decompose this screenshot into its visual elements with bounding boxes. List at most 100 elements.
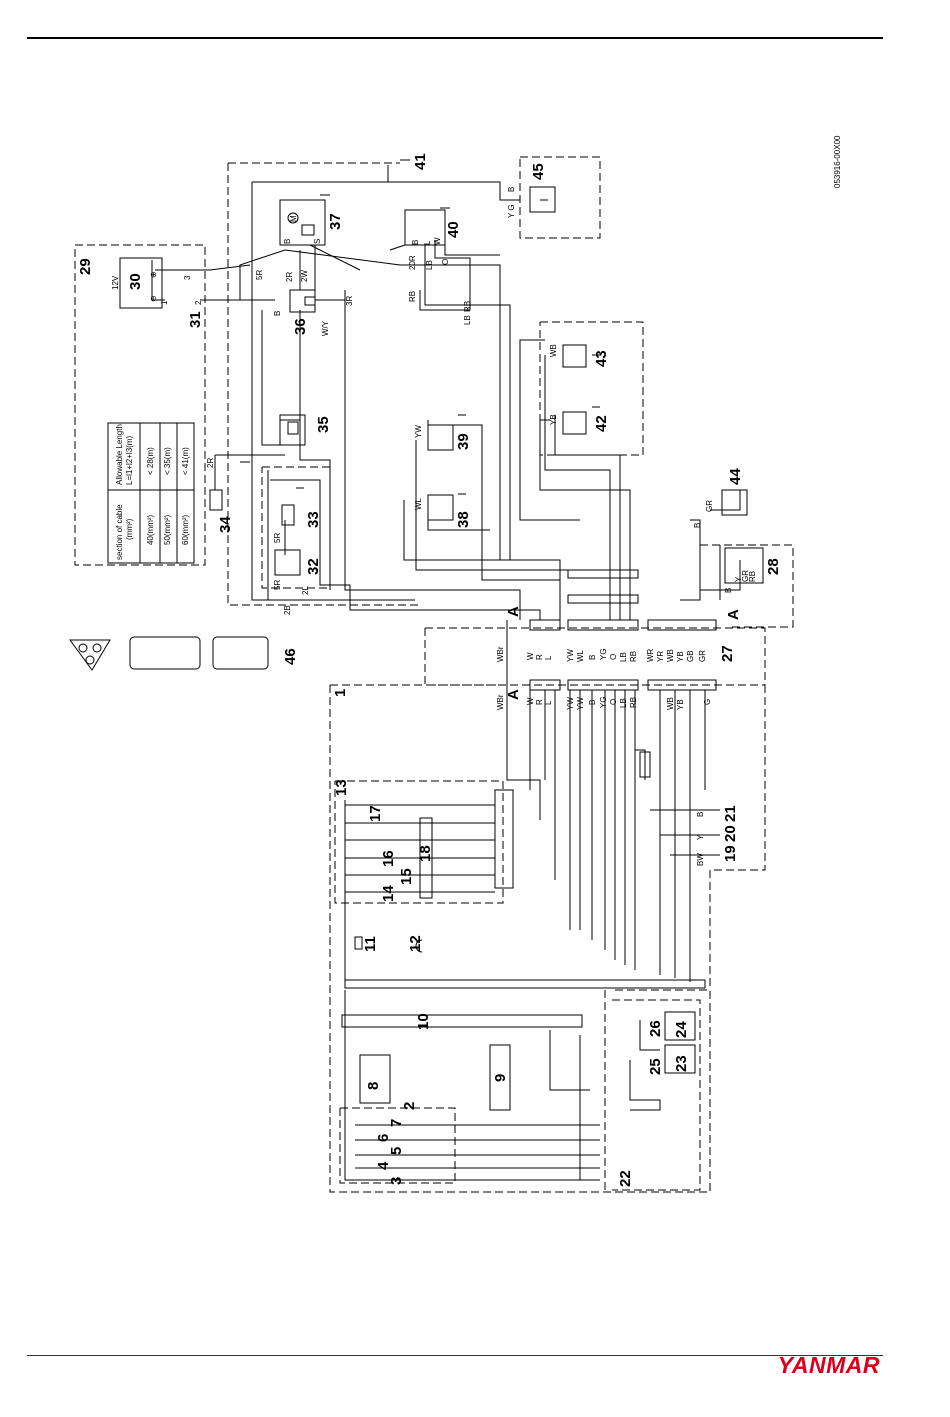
- component-number: 14: [380, 885, 397, 902]
- sensor-44-box: [721, 489, 748, 516]
- wire-label: B: [693, 523, 702, 528]
- wire-label: WB: [549, 344, 558, 357]
- wire-label: BW: [696, 853, 705, 866]
- component-number: 10: [415, 1013, 432, 1030]
- wire-label: 2R: [285, 272, 294, 282]
- sensor-38-box: [427, 494, 454, 521]
- component-number: 46: [282, 648, 299, 665]
- component-number: 37: [327, 213, 344, 230]
- wire-label: YW: [566, 649, 575, 662]
- component-number: 42: [593, 415, 610, 432]
- wire-label: YR: [656, 651, 665, 662]
- wire-label: Y: [696, 834, 705, 840]
- wire-label: GR: [741, 570, 750, 582]
- wire-label: YW: [566, 697, 575, 710]
- battery-plus: ⊕: [149, 271, 158, 278]
- table-header-length-formula: L=l1+l2+l3(m): [125, 436, 134, 485]
- component-number: 26: [647, 1020, 664, 1037]
- bottom-rule: [27, 1355, 883, 1356]
- wire-label: W: [526, 697, 535, 705]
- wire-label: 5R: [273, 580, 282, 590]
- drawing-code: 053916-00X00: [833, 135, 842, 188]
- wire-label: WBr: [496, 646, 505, 662]
- component-number: 1: [332, 689, 349, 697]
- wire-label: YB: [676, 651, 685, 662]
- wire-label: B: [724, 588, 733, 593]
- component-number: 33: [305, 511, 322, 528]
- component-number: 27: [719, 645, 736, 662]
- component-number: 15: [398, 868, 415, 885]
- component-number: 6: [375, 1134, 392, 1142]
- wire-label: R: [535, 699, 544, 705]
- component-number: 9: [492, 1074, 509, 1082]
- wire-label: YB: [676, 699, 685, 710]
- wire-label: WB: [666, 649, 675, 662]
- table-row-1-length: < 28(m): [146, 447, 155, 475]
- sensor-43-box: [562, 344, 587, 368]
- wire-label: W/Y: [321, 320, 330, 336]
- component-number: 39: [455, 433, 472, 450]
- table-header-section: section of cable: [115, 504, 124, 560]
- sensor-45-box: [529, 186, 556, 213]
- ground-symbols: [240, 159, 600, 495]
- connector-A-label: A: [725, 609, 742, 620]
- battery-voltage: 12V: [111, 275, 120, 290]
- sensor-42-box: [562, 411, 587, 435]
- top-rule: [27, 37, 883, 39]
- wire-label: LB: [619, 652, 628, 662]
- harness-clamp-right-top: [647, 619, 717, 631]
- wire-label: B: [411, 240, 420, 245]
- battery-minus: ⊖: [149, 295, 158, 302]
- wire-label: B: [273, 311, 282, 316]
- wire-label: 20R: [408, 255, 417, 270]
- component-number: 17: [367, 805, 384, 822]
- wire-label: 2B: [283, 605, 292, 615]
- switch-31-terminal-1: 1: [160, 300, 169, 305]
- wire-label: 2R: [206, 458, 215, 468]
- switch-31-terminal-2: 2: [194, 300, 203, 305]
- wire-label: 5R: [255, 270, 264, 280]
- wire-label: O: [609, 699, 618, 705]
- wire-label: W: [433, 237, 442, 245]
- component-number: 44: [727, 468, 744, 485]
- wire-label: GB: [686, 650, 695, 662]
- component-number: 29: [77, 258, 94, 275]
- wire-label: S: [313, 239, 322, 244]
- wire-label: YB: [549, 414, 558, 425]
- battery-30-box: [119, 257, 163, 309]
- wire-label: O: [441, 259, 450, 265]
- component-number: 13: [333, 779, 350, 796]
- wire-label: YW: [576, 697, 585, 710]
- fuse-34-box: [209, 489, 223, 511]
- wire-label: RB: [748, 571, 757, 582]
- component-number: 8: [365, 1082, 382, 1090]
- component-number: 45: [530, 163, 547, 180]
- dashed-boundaries: [74, 156, 794, 1193]
- sensor-39-box: [427, 424, 454, 451]
- switch-32-box: [274, 549, 301, 576]
- wire-label: B: [507, 187, 516, 192]
- component-number: 2: [401, 1102, 418, 1110]
- relay-37-box: [279, 199, 326, 246]
- component-number: 21: [722, 805, 739, 822]
- cable-table: [107, 422, 195, 564]
- component-number: 38: [455, 511, 472, 528]
- wire-label: LB: [463, 315, 472, 325]
- component-number: 4: [375, 1161, 392, 1170]
- wire-label: Y: [734, 576, 743, 582]
- switch-40-box: [404, 209, 446, 246]
- wire-label: G: [703, 699, 712, 705]
- component-number: 18: [417, 845, 434, 862]
- component-number: 35: [315, 416, 332, 433]
- table-row-3-length: < 41(m): [181, 447, 190, 475]
- component-number: 32: [305, 558, 322, 575]
- connector-28-box: [724, 547, 764, 584]
- table-header-section-unit: (mm²): [125, 518, 134, 540]
- wires: [151, 165, 741, 1181]
- connector-46-icons: [69, 636, 269, 671]
- harness-clamp-left-bottom: [529, 679, 561, 691]
- component-number: 5: [388, 1147, 405, 1155]
- wire-label: B: [696, 812, 705, 817]
- component-number: 20: [722, 825, 739, 842]
